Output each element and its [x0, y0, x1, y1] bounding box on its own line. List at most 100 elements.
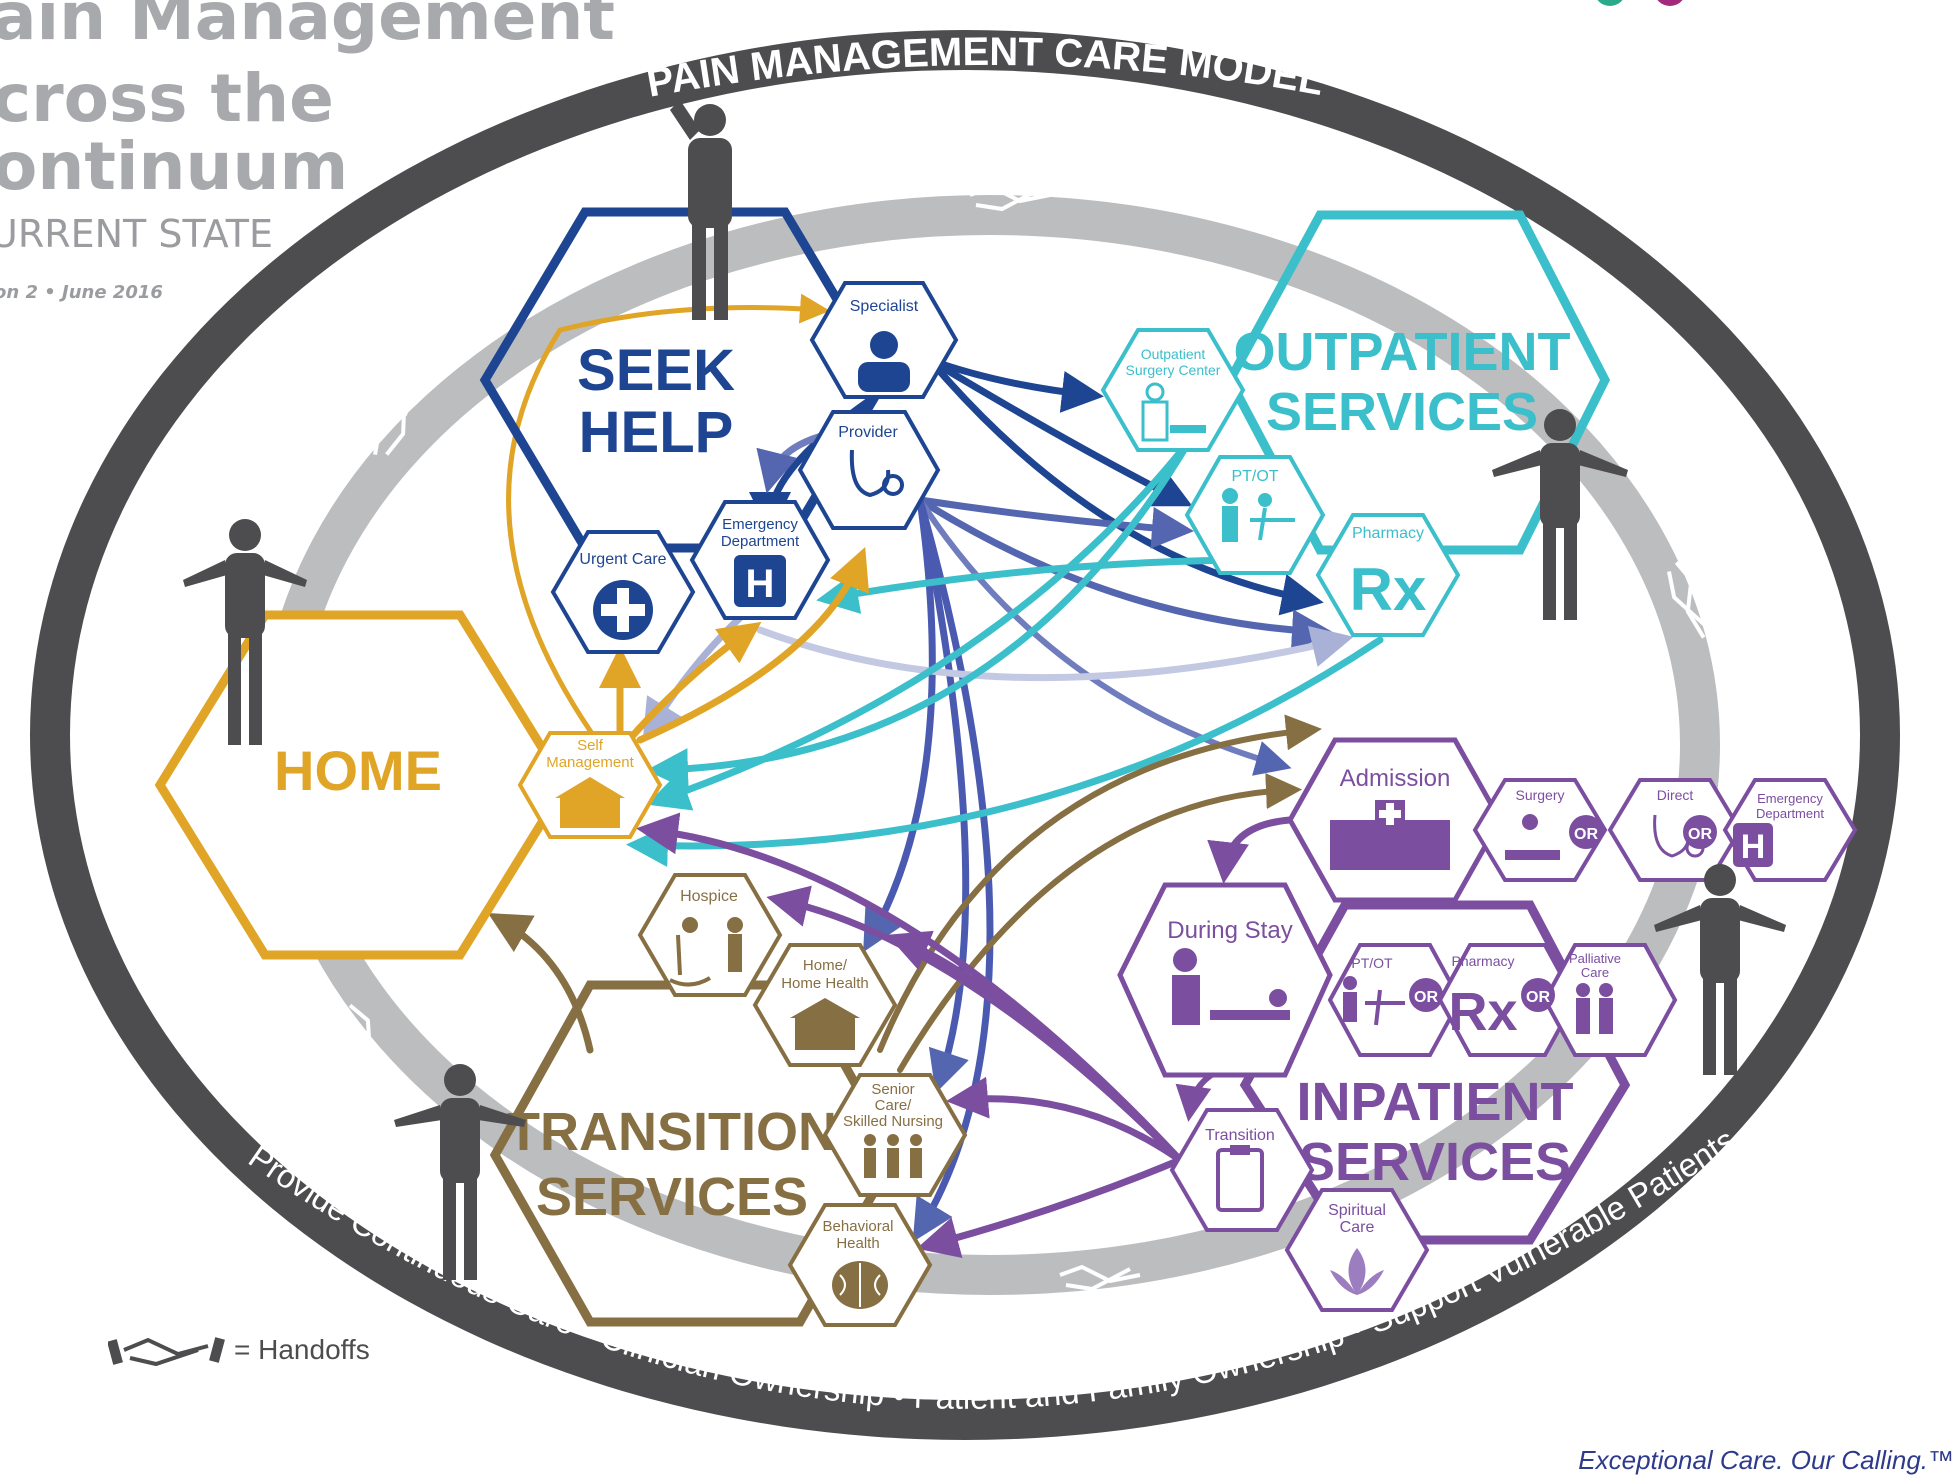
svg-text:Management: Management [546, 754, 634, 771]
seek-help-label-1: SEEK [577, 338, 735, 403]
svg-text:Admission: Admission [1340, 765, 1451, 792]
inpatient-label-2: SERVICES [1299, 1132, 1571, 1192]
svg-text:Urgent Care: Urgent Care [579, 551, 666, 568]
outpatient-surgery-node: Outpatient Surgery Center [1100, 328, 1246, 452]
svg-text:Direct: Direct [1657, 787, 1694, 803]
svg-text:Department: Department [721, 533, 800, 550]
transition-hub: TRANSITION SERVICES [489, 980, 901, 1327]
legend-label: = Handoffs [234, 1334, 370, 1365]
page-title-line-3: ontinuum [0, 128, 349, 205]
or-badge: OR [1683, 815, 1717, 849]
pt-ot-node: PT/OT [1184, 455, 1326, 575]
rx-icon: Rx [1350, 556, 1427, 623]
svg-text:Emergency: Emergency [1757, 791, 1823, 806]
svg-text:Surgery Center: Surgery Center [1126, 362, 1221, 378]
handshake-icon [342, 1003, 392, 1076]
person-icon [1492, 409, 1628, 620]
admission-node: Admission [1287, 737, 1503, 903]
surgery-table-icon [1141, 382, 1206, 442]
svg-text:Spiritual: Spiritual [1328, 1202, 1386, 1219]
svg-text:Hospice: Hospice [680, 888, 738, 905]
elderly-people-icon [864, 1134, 922, 1178]
during-stay-node: During Stay [1117, 882, 1333, 1078]
svg-text:OR: OR [1414, 989, 1438, 1006]
ip-pt-ot-node: PT/OT [1327, 943, 1463, 1057]
behavioral-health-node: Behavioral Health [787, 1203, 933, 1327]
house-icon [555, 777, 625, 828]
outpatient-label-1: OUTPATIENT [1234, 322, 1571, 382]
svg-text:OR: OR [1688, 826, 1712, 843]
inner-field [70, 70, 1860, 1400]
self-management-node: Self Management [517, 731, 663, 839]
svg-text:Behavioral: Behavioral [823, 1218, 894, 1235]
nurse-bed-icon [1172, 948, 1290, 1025]
seek-help-label-2: HELP [579, 400, 734, 465]
svg-text:Palliative: Palliative [1569, 951, 1621, 966]
hospital-h-icon: H [734, 555, 786, 607]
emergency-department-node: Emergency Department H [689, 500, 831, 620]
pharmacy-node: Pharmacy Rx [1315, 513, 1461, 637]
handshake-icon [969, 184, 1051, 212]
person-icon [670, 100, 732, 320]
outpatient-label-2: SERVICES [1266, 382, 1538, 442]
surgery-node: Surgery [1472, 778, 1608, 882]
logo-fragment [1597, 0, 1683, 6]
hospice-node: Hospice [637, 873, 783, 997]
svg-text:PT/OT: PT/OT [1351, 955, 1393, 971]
svg-text:H: H [1741, 828, 1766, 866]
transition-label-2: SERVICES [536, 1167, 808, 1227]
page-title-line-1: ain Management [0, 0, 615, 55]
current-state-label: URRENT STATE [0, 212, 273, 256]
brain-icon [832, 1261, 888, 1309]
svg-text:Care/: Care/ [875, 1097, 913, 1114]
provider-node: Provider [797, 410, 941, 530]
or-badge: OR [1569, 815, 1603, 849]
handshake-icon [373, 384, 417, 456]
rx-icon: Rx [1448, 982, 1517, 1042]
therapy-icon [1222, 488, 1295, 542]
stethoscope-icon [849, 449, 904, 498]
transition-label-1: TRANSITION [507, 1102, 837, 1162]
handshake-icon [1059, 1264, 1141, 1292]
svg-text:OR: OR [1526, 989, 1550, 1006]
svg-text:Home/: Home/ [803, 957, 848, 974]
svg-text:Self: Self [577, 737, 604, 754]
surgery-table-icon [1505, 814, 1560, 860]
urgent-care-node: Urgent Care [550, 530, 696, 654]
lotus-icon [1330, 1248, 1384, 1295]
person-icon [1654, 864, 1786, 1075]
or-badge: OR [1521, 978, 1555, 1012]
home-health-node: Home/ Home Health [752, 943, 898, 1067]
svg-text:H: H [746, 562, 775, 606]
house-icon [790, 998, 860, 1050]
handshake-icon [1667, 561, 1708, 639]
tagline: Exceptional Care. Our Calling.™ [1578, 1445, 1954, 1475]
svg-text:Home Health: Home Health [781, 975, 869, 992]
person-icon [183, 519, 307, 745]
caregiver-icon [1576, 983, 1613, 1034]
page-title-line-2: cross the [0, 60, 334, 137]
transition-node: Transition [1169, 1108, 1315, 1232]
clipboard-icon [1216, 1145, 1264, 1212]
svg-text:During Stay: During Stay [1167, 917, 1292, 944]
therapy-icon [1343, 976, 1405, 1026]
or-badge: OR [1409, 978, 1443, 1012]
svg-text:Provider: Provider [838, 424, 898, 441]
palliative-care-node: Palliative Care [1542, 943, 1678, 1057]
svg-text:Department: Department [1756, 806, 1824, 821]
handshake-icon [108, 1337, 225, 1367]
svg-text:Emergency: Emergency [722, 516, 798, 533]
senior-care-node: Senior Care/ Skilled Nursing [822, 1073, 968, 1197]
handoff-legend: = Handoffs [108, 1330, 370, 1370]
svg-text:OR: OR [1574, 826, 1598, 843]
hospital-building-icon [1330, 800, 1450, 870]
svg-text:Senior: Senior [871, 1081, 914, 1098]
svg-text:Pharmacy: Pharmacy [1352, 525, 1424, 542]
svg-text:Transition: Transition [1205, 1127, 1275, 1144]
ip-emergency-node: Emergency Department H [1722, 778, 1858, 882]
svg-text:Health: Health [836, 1235, 879, 1252]
svg-text:Outpatient: Outpatient [1141, 346, 1206, 362]
person-icon [394, 1064, 526, 1280]
